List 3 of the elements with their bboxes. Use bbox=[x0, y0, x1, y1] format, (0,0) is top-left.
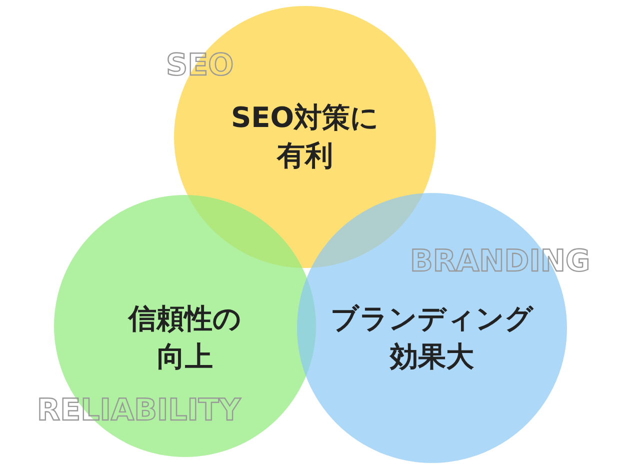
circle-label: ブランディング効果大 bbox=[330, 301, 534, 375]
circle-label: 信頼性の向上 bbox=[126, 301, 242, 375]
circle-label: SEO対策に有利 bbox=[230, 100, 380, 174]
